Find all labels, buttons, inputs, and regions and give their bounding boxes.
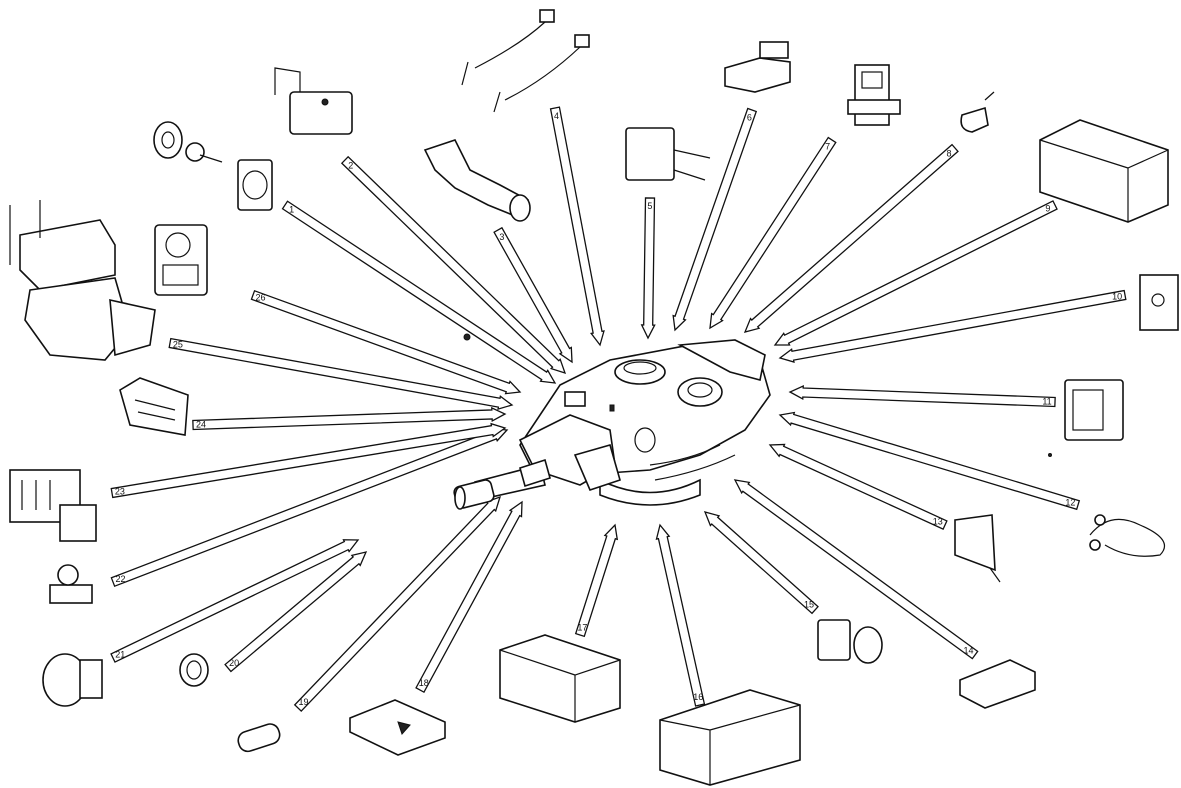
callout-arrow-11 — [788, 384, 1056, 408]
callout-arrow-20 — [224, 551, 368, 673]
part-21-motor — [42, 653, 103, 707]
callout-arrow-23 — [110, 422, 507, 499]
callout-number-14: 14 — [964, 645, 974, 655]
part-17-computer-unit — [499, 634, 621, 723]
callout-arrow-16 — [655, 523, 706, 707]
callout-number-13: 13 — [933, 517, 943, 527]
callout-arrow-6 — [672, 107, 758, 332]
callout-number-19: 19 — [299, 697, 309, 707]
part-2-control-box — [274, 67, 353, 135]
callout-number-10: 10 — [1112, 291, 1122, 301]
part-14-connector-box — [959, 659, 1036, 709]
callout-arrow-8 — [743, 143, 959, 333]
turret-assembly — [518, 339, 771, 506]
part-5-bracket-unit — [625, 127, 711, 181]
callout-arrow-24 — [192, 406, 507, 431]
callout-number-22: 22 — [115, 574, 125, 584]
callout-arrow-25 — [168, 337, 514, 410]
part-16-power-supply — [659, 689, 801, 786]
callout-number-16: 16 — [693, 692, 703, 702]
callout-arrow-9 — [773, 200, 1058, 346]
callout-arrow-18 — [415, 500, 523, 694]
callout-number-4: 4 — [554, 111, 559, 121]
callout-number-5: 5 — [647, 201, 652, 211]
part-7-window-block — [847, 64, 901, 126]
part-4-cable-harness — [461, 9, 590, 113]
callout-arrow-2 — [340, 155, 567, 375]
callout-arrow-3 — [493, 226, 573, 364]
part-11-control-panel — [1064, 379, 1124, 441]
part-1-sight-head — [153, 121, 273, 211]
part-3-elbow-periscope — [423, 139, 531, 222]
part-8-small-bracket — [960, 91, 995, 133]
callout-number-18: 18 — [419, 678, 429, 688]
part-18-plate-unit — [349, 699, 446, 756]
callout-number-21: 21 — [115, 650, 125, 660]
callout-arrow-26 — [250, 289, 522, 395]
part-20-clamp — [179, 653, 209, 687]
callout-arrow-13 — [768, 443, 948, 530]
callout-arrow-12 — [778, 411, 1081, 511]
part-13-mounting-bracket — [954, 514, 1001, 583]
part-24-small-fitting — [49, 564, 93, 604]
callout-number-25: 25 — [173, 339, 183, 349]
part-15-optical-ring — [817, 619, 883, 664]
part-19-cylinder — [237, 723, 281, 753]
callout-arrow-21 — [110, 539, 360, 663]
speck — [1048, 453, 1052, 457]
callout-number-3: 3 — [499, 232, 504, 242]
callout-arrow-1 — [281, 200, 557, 384]
callout-arrows: 1234567891011121314151617181920212223242… — [110, 106, 1127, 713]
callout-arrow-15 — [703, 511, 819, 615]
callout-number-24: 24 — [196, 420, 206, 430]
callout-number-17: 17 — [577, 622, 587, 632]
callout-number-2: 2 — [348, 161, 353, 171]
callout-arrow-17 — [574, 523, 619, 638]
callout-number-7: 7 — [825, 142, 830, 152]
callout-arrow-7 — [709, 136, 837, 330]
callout-number-11: 11 — [1042, 397, 1051, 407]
callout-arrow-10 — [778, 289, 1127, 363]
part-22-circuit-rack — [9, 469, 97, 542]
callout-arrow-14 — [733, 479, 979, 660]
callout-number-15: 15 — [804, 600, 814, 610]
part-6-panel — [724, 41, 791, 93]
part-12-cable-assembly — [1089, 514, 1165, 557]
callout-arrow-5 — [640, 197, 656, 340]
callout-number-12: 12 — [1065, 498, 1075, 508]
callout-number-8: 8 — [946, 148, 951, 158]
part-25-gear-housing — [154, 224, 208, 296]
callout-number-20: 20 — [229, 658, 239, 668]
callout-number-26: 26 — [256, 293, 266, 303]
part-10-junction-box — [1139, 274, 1179, 331]
gun-barrel — [453, 458, 551, 510]
speck — [463, 333, 471, 341]
callout-number-1: 1 — [289, 204, 294, 214]
callout-number-6: 6 — [747, 113, 752, 123]
part-26-gunners-sight — [9, 200, 156, 361]
part-23-module — [119, 377, 189, 436]
part-9-electronics-unit — [1039, 119, 1169, 223]
callout-number-23: 23 — [115, 487, 125, 497]
callout-arrow-4 — [549, 106, 605, 347]
callout-number-9: 9 — [1045, 204, 1050, 214]
